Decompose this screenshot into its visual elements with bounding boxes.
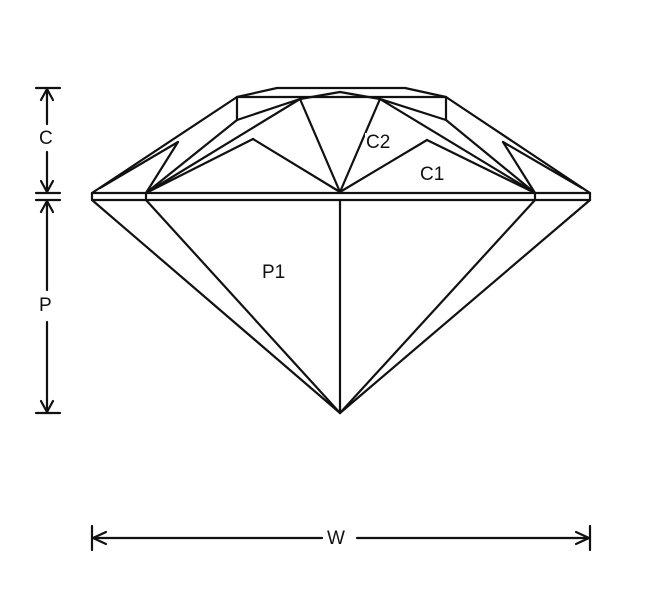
pavilion-height-label: P: [38, 295, 53, 316]
crown-facet-c1-label: C1: [419, 164, 446, 185]
pavilion-facet-p1-label: P1: [262, 262, 286, 283]
width-dimension: [90, 524, 592, 552]
width-label: W: [326, 528, 346, 549]
crown: [90, 86, 592, 195]
pavilion: [90, 198, 592, 415]
crown-height-label: C: [38, 128, 54, 149]
height-dimensions: [34, 86, 62, 415]
crown-facet-c2-label: C2: [365, 132, 392, 153]
girdle: [90, 191, 592, 202]
